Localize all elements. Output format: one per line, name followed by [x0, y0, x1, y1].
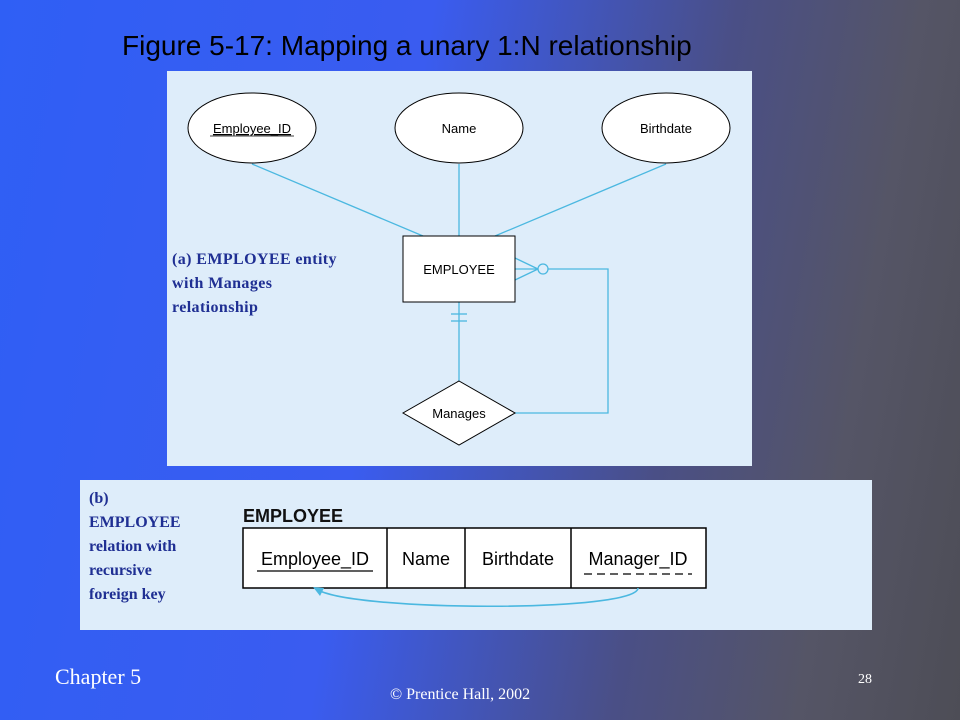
caption-relation: (b) EMPLOYEE relation with recursive for…	[89, 490, 181, 603]
page-number: 28	[858, 672, 872, 687]
attribute-label-employee-id: Employee_ID	[213, 121, 291, 136]
relation-table	[242, 527, 707, 589]
arrow-head	[313, 587, 324, 596]
entity-box-employee	[402, 235, 516, 303]
column-employee-id: Employee_ID	[261, 549, 369, 570]
entity-label: EMPLOYEE	[423, 262, 495, 277]
copyright-notice: © Prentice Hall, 2002	[390, 686, 531, 703]
slide-title: Figure 5-17: Mapping a unary 1:N relatio…	[122, 30, 692, 61]
attribute-label-birthdate: Birthdate	[640, 121, 692, 136]
attribute-ellipse-birthdate	[601, 92, 731, 164]
foreign-key-arrow	[317, 587, 639, 608]
optional-circle	[537, 263, 549, 275]
attribute-ellipse-employee-id	[187, 92, 317, 164]
relation-name: EMPLOYEE	[243, 506, 343, 526]
relationship-diamond-manages	[401, 380, 517, 446]
connector-employee-id	[251, 163, 424, 237]
attribute-ellipse-name	[394, 92, 524, 164]
connector-birthdate	[494, 163, 667, 237]
recursive-loop-line	[515, 268, 609, 414]
relationship-label: Manages	[432, 406, 486, 421]
crows-foot-bottom	[514, 268, 539, 281]
chapter-label: Chapter 5	[55, 664, 142, 689]
column-name: Name	[402, 549, 450, 569]
attribute-label-name: Name	[442, 121, 477, 136]
crows-foot-top	[514, 257, 539, 270]
caption-er-diagram: (a) EMPLOYEE entity with Manages relatio…	[172, 251, 337, 316]
column-birthdate: Birthdate	[482, 549, 554, 569]
column-manager-id: Manager_ID	[588, 549, 687, 570]
